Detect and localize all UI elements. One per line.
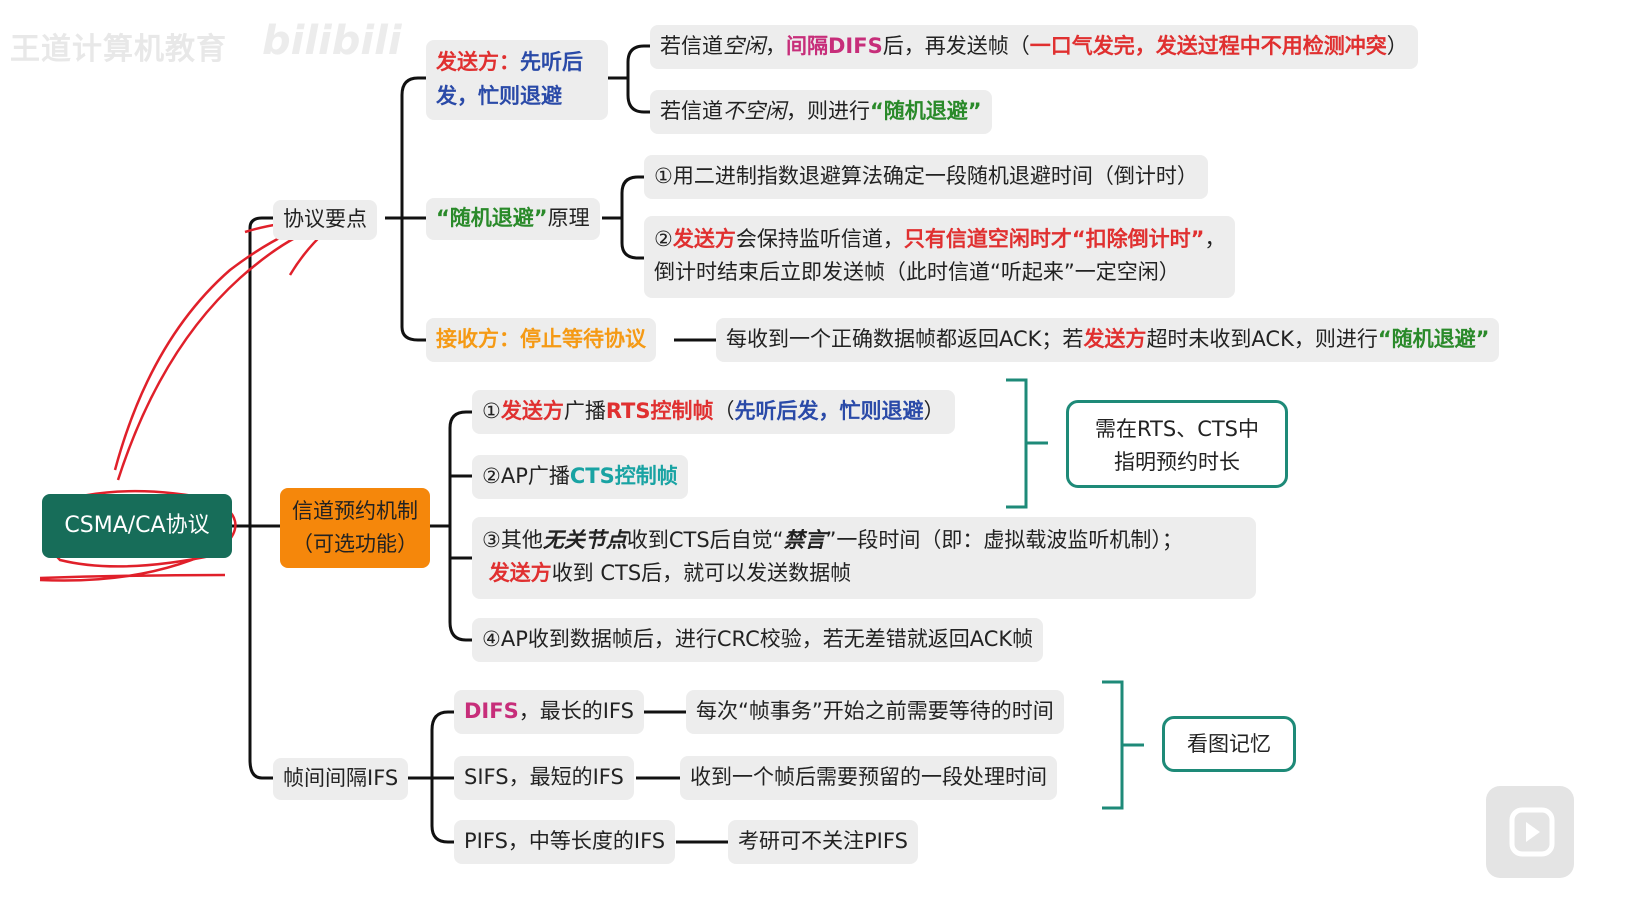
backoff-step-2: ②发送方会保持监听信道，只有信道空闲时才“扣除倒计时”， 倒计时结束后立即发送帧… (644, 216, 1236, 298)
bilibili-logo: bilibili (262, 18, 402, 64)
play-button[interactable] (1486, 786, 1574, 878)
sender-node: 发送方：先听后 发，忙则退避 (426, 40, 608, 120)
sifs-desc: 收到一个帧后需要预留的一段处理时间 (680, 756, 1057, 800)
receiver-node: 接收方：停止等待协议 (426, 318, 656, 362)
branch-protocol-points: 协议要点 (273, 200, 377, 240)
sender-busy-rule: 若信道不空闲，则进行“随机退避” (650, 90, 992, 134)
difs-desc: 每次“帧事务”开始之前需要等待的时间 (686, 690, 1064, 734)
pifs-desc: 考研可不关注PIFS (728, 820, 918, 864)
watermark-text: 王道计算机教育 (10, 32, 227, 67)
sender-idle-rule: 若信道空闲，间隔DIFS后，再发送帧（一口气发完，发送过程中不用检测冲突） (650, 25, 1418, 69)
reservation-step-1: ①发送方广播RTS控制帧（先听后发，忙则退避） (472, 390, 955, 434)
difs-node: DIFS，最长的IFS (454, 690, 644, 734)
branch-ifs: 帧间间隔IFS (273, 758, 409, 800)
pifs-node: PIFS，中等长度的IFS (454, 820, 676, 864)
reservation-step-2: ②AP广播CTS控制帧 (472, 455, 688, 499)
backoff-step-1: ①用二进制指数退避算法确定一段随机退避时间（倒计时） (644, 155, 1208, 199)
backoff-principle-node: “随机退避”原理 (426, 198, 600, 240)
reservation-step-3: ③其他无关节点收到CTS后自觉“禁言”一段时间（即：虚拟载波监听机制）； 发送方… (472, 517, 1256, 599)
play-icon (1509, 807, 1555, 857)
receiver-desc: 每收到一个正确数据帧都返回ACK；若发送方超时未收到ACK，则进行“随机退避” (716, 318, 1500, 362)
ifs-note: 看图记忆 (1162, 716, 1296, 772)
reservation-note: 需在RTS、CTS中指明预约时长 (1066, 400, 1288, 488)
root-node: CSMA/CA协议 (42, 494, 232, 558)
reservation-step-4: ④AP收到数据帧后，进行CRC校验，若无差错就返回ACK帧 (472, 618, 1044, 662)
sifs-node: SIFS，最短的IFS (454, 756, 634, 800)
branch-channel-reservation: 信道预约机制（可选功能） (280, 488, 430, 568)
